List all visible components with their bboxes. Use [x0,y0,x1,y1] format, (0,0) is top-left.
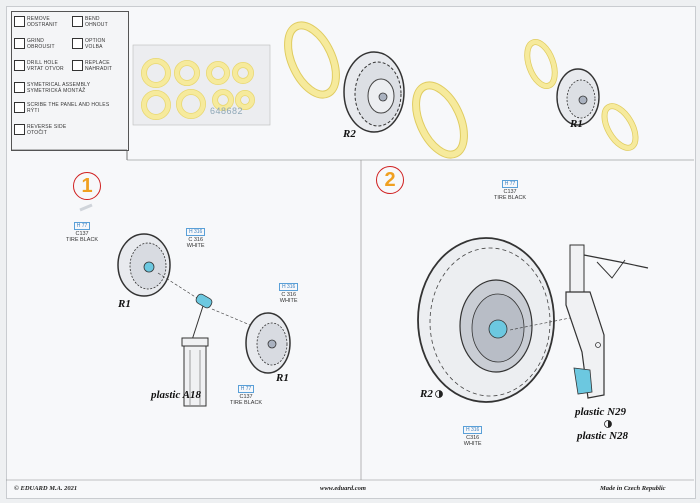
legend-text: DRILL HOLE VRTAT OTVOR [27,60,64,72]
paint-name: C137 [75,231,89,237]
mask-sheet [132,44,271,126]
drill-icon [14,60,25,71]
paint-color: WHITE [186,243,205,249]
step1-wheel-upper [79,203,201,301]
legend-text: OPTION VOLBA [85,38,106,50]
symmetrical-icon [14,82,25,93]
legend-text: REPLACE NAHRADIT [85,60,113,72]
callout-white-2: H 316 C 316 WHITE [279,283,299,304]
paint-code: H 316 [186,228,206,236]
paint-code: H 77 [73,222,91,230]
reverse-icon [14,124,25,135]
strut-a18 [181,293,263,407]
top-r2-wheel-assembly [284,21,468,159]
replace-icon [72,60,83,71]
paint-name: C 316 [281,292,297,298]
legend-text: SCRIBE THE PANEL AND HOLES RÝTI [27,102,110,114]
label-plastic-n29: plastic N29 [575,406,627,418]
callout-white-3: H 316 C316 WHITE [463,426,483,447]
footer-website[interactable]: www.eduard.com [320,485,366,492]
mask-sheet-code: 648682 [210,106,244,116]
label-r1-a: R1 [118,298,131,310]
scribe-icon [14,102,25,113]
paint-color: TIRE BLACK [230,400,263,406]
legend-text: REMOVE ODSTRANIT [27,16,58,28]
paint-name: C137 [503,189,517,195]
callout-tire-black-1: H 77 C137 TIRE BLACK [66,222,98,243]
label-r1-b: R1 [276,372,289,384]
paint-code: H 77 [501,180,519,188]
label-plastic-a18: plastic A18 [151,389,202,401]
paint-color: TIRE BLACK [494,195,527,201]
step1-wheel-lower [245,312,291,374]
symbol-legend [11,11,129,151]
label-plastic-n28: plastic N28 [577,430,629,442]
paint-name: C316 [466,435,480,441]
top-r1-wheel-assembly [524,39,639,151]
label-r2-main: R2 [420,388,433,400]
step2-main-wheel [417,237,571,403]
label-r1-top: R1 [570,118,583,130]
paint-code: H 77 [237,385,255,393]
step-number-1: 1 [73,172,101,200]
paint-color: WHITE [463,441,482,447]
strut-n29 [565,244,649,399]
callout-tire-black-3: H 77 C137 TIRE BLACK [494,180,526,201]
step-number-2: 2 [376,166,404,194]
callout-white-1: H 316 C 316 WHITE [186,228,206,249]
grind-icon [14,38,25,49]
legend-text: REVERSE SIDE OTOČIT [27,124,67,136]
label-r2-top: R2 [343,128,356,140]
footer-copyright: © EDUARD M.A. 2021 [14,485,78,492]
paint-name: C 316 [188,237,204,243]
paint-color: TIRE BLACK [66,237,99,243]
paint-code: H 316 [279,283,299,291]
paint-code: H 316 [463,426,483,434]
remove-icon [14,16,25,27]
bend-icon [72,16,83,27]
legend-text: GRIND OBROUSIT [27,38,55,50]
footer-origin: Made in Czech Republic [600,485,666,492]
paint-color: WHITE [279,298,298,304]
callout-tire-black-2: H 77 C137 TIRE BLACK [230,385,262,406]
legend-text: SYMETRICAL ASSEMBLY SYMETRICKÁ MONTÁŽ [27,82,91,94]
option-icon [72,38,83,49]
legend-text: BEND OHNOUT [85,16,108,28]
paint-name: C137 [239,394,253,400]
